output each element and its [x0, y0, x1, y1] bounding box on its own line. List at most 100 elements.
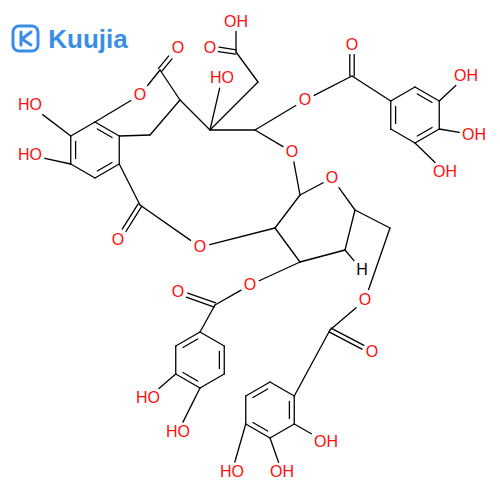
bond-line — [369, 228, 390, 290]
atom-label: HO — [18, 97, 42, 113]
bond-line — [253, 389, 268, 398]
bond-line — [439, 101, 440, 129]
bond-line — [186, 297, 214, 307]
bond-line — [150, 100, 180, 135]
bond-line — [354, 55, 355, 76]
bond-line — [210, 228, 275, 245]
bond-line — [210, 82, 258, 130]
atom-label: HO — [18, 147, 42, 163]
atom-label: HO — [210, 70, 234, 86]
atom-label: O — [366, 344, 378, 360]
bond-line — [236, 52, 258, 82]
bond-line — [218, 52, 235, 55]
atom-label: O — [194, 239, 206, 255]
bond-line — [275, 195, 300, 228]
atom-label: OH — [462, 127, 486, 143]
atom-label: O — [134, 87, 146, 103]
bond-line — [345, 210, 355, 250]
atom-label: HO — [220, 464, 244, 480]
bond-line — [95, 100, 131, 122]
bond-line — [183, 339, 198, 348]
atom-label: H — [356, 262, 368, 278]
bond-line — [219, 47, 236, 50]
bond-line — [140, 205, 191, 240]
bond-line — [183, 373, 198, 382]
bond-line — [200, 305, 215, 332]
bond-line — [417, 94, 432, 103]
bond-line — [355, 210, 390, 228]
bond-line — [439, 86, 456, 102]
bond-line — [294, 396, 295, 424]
bond-line — [45, 158, 71, 164]
bond-line — [126, 206, 142, 231]
bond-line — [270, 382, 294, 396]
atom-label: O — [359, 292, 371, 308]
bond-line — [439, 129, 459, 132]
atom-label: O — [172, 40, 184, 56]
logo-frame — [13, 26, 38, 51]
bond-line — [180, 100, 210, 130]
atom-label: HO — [166, 424, 190, 440]
atom-label: O — [346, 37, 358, 53]
bond-line — [253, 423, 268, 432]
bond-line — [159, 374, 176, 389]
bond-line — [415, 143, 435, 162]
bond-line — [245, 396, 246, 424]
atom-label: OH — [270, 464, 294, 480]
bond-line — [200, 374, 224, 388]
bond-line — [97, 163, 112, 172]
bond-line — [71, 164, 95, 178]
atom-label: O — [286, 144, 298, 160]
bond-line — [43, 115, 71, 136]
bond-line — [345, 250, 354, 261]
bond-line — [349, 55, 350, 76]
atom-label: OH — [224, 14, 248, 30]
atom-label: O — [112, 232, 124, 248]
bond-line — [224, 346, 225, 374]
bond-line — [331, 328, 364, 345]
bond-line — [270, 438, 279, 462]
watermark-text: Kuujia — [48, 26, 127, 52]
bond-line — [210, 129, 255, 130]
atom-label: OH — [314, 434, 338, 450]
bond-line — [300, 183, 323, 195]
atom-label: O — [204, 40, 216, 56]
bond-line — [329, 332, 362, 349]
bond-line — [330, 308, 356, 330]
bond-line — [275, 228, 300, 262]
bond-line — [314, 76, 352, 95]
bond-line — [390, 101, 391, 129]
bond-line — [294, 424, 311, 434]
bond-line — [183, 388, 200, 422]
bond-line — [158, 56, 168, 69]
bond-line — [119, 164, 140, 205]
bond-line — [162, 59, 172, 72]
atom-label: O — [326, 170, 338, 186]
bond-line — [339, 188, 355, 210]
bond-line — [160, 70, 180, 100]
atom-label: HO — [136, 390, 160, 406]
bond-line — [235, 424, 246, 462]
atom-label: O — [244, 277, 256, 293]
atom-label: O — [172, 284, 184, 300]
bond-line — [289, 401, 290, 418]
atom-label: OH — [433, 164, 457, 180]
bond-line — [352, 76, 391, 101]
bond-line — [188, 293, 216, 303]
bond-line — [75, 141, 76, 158]
bond-line — [255, 130, 283, 147]
bond-line — [215, 290, 241, 305]
bond-line — [255, 106, 296, 130]
bond-line — [70, 136, 71, 164]
bond-line — [148, 70, 160, 86]
bond-line — [270, 424, 294, 438]
bond-line — [391, 87, 415, 101]
logo-glyph — [21, 32, 31, 45]
bond-line — [200, 332, 224, 346]
atom-label: O — [299, 92, 311, 108]
bond-line — [294, 330, 330, 396]
bond-line — [210, 88, 220, 130]
bond-line — [395, 106, 396, 123]
